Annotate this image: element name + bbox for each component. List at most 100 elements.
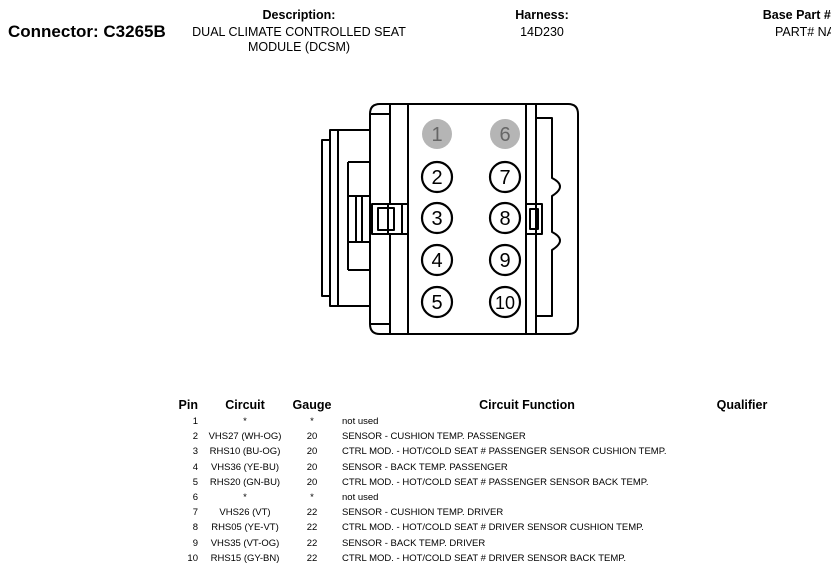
- pin-cell: 5: [192, 476, 198, 488]
- col-header-function: Circuit Function: [479, 398, 575, 412]
- pin-cell: 4: [192, 461, 198, 473]
- gauge-cell: 22: [306, 552, 318, 564]
- function-cell: SENSOR - BACK TEMP. PASSENGER: [342, 461, 508, 473]
- pin-number-10: 10: [495, 293, 515, 313]
- pin-number-6: 6: [499, 124, 510, 146]
- function-cell: not used: [342, 492, 379, 504]
- circuit-cell: RHS05 (YE-VT): [211, 522, 279, 534]
- qualifier-cell: [712, 414, 772, 429]
- pin-cell: 10: [187, 552, 198, 564]
- gauge-cell: *: [310, 492, 314, 504]
- gauge-cell: 22: [306, 522, 318, 534]
- harness-value: 14D230: [520, 25, 564, 39]
- pin-number-8: 8: [499, 208, 510, 230]
- pin-cell: 7: [192, 507, 198, 519]
- col-header-circuit: Circuit: [225, 398, 265, 412]
- base-part-value: PART# NA: [775, 25, 831, 39]
- pinout-table: Pin Circuit Gauge Circuit Function Quali…: [170, 396, 772, 566]
- qualifier-cell: [712, 460, 772, 475]
- function-cell: not used: [342, 416, 379, 428]
- qualifier-cell: [712, 536, 772, 551]
- pin-cavity-1: [422, 119, 452, 149]
- pin-number-4: 4: [431, 250, 442, 272]
- pin-cavity-3: [420, 201, 454, 235]
- circuit-cell: RHS20 (GN-BU): [209, 476, 281, 488]
- connector-diagram: 1 2 3 4 5 6 7 8 9 10: [321, 103, 579, 335]
- description-line-1: DUAL CLIMATE CONTROLLED SEAT: [192, 25, 406, 39]
- table-row: 2 VHS27 (WH-OG) 20 SENSOR - CUSHION TEMP. P…: [170, 429, 772, 444]
- circuit-cell: RHS15 (GY-BN): [210, 552, 280, 564]
- pin-cavity-7: [488, 160, 522, 194]
- pin-cavity-10: [488, 285, 522, 319]
- function-cell: SENSOR - CUSHION TEMP. DRIVER: [342, 507, 504, 519]
- pin-number-5: 5: [431, 292, 442, 314]
- circuit-cell: RHS10 (BU-OG): [209, 446, 281, 458]
- function-cell: SENSOR - CUSHION TEMP. PASSENGER: [342, 431, 526, 443]
- circuit-cell: VHS26 (VT): [219, 507, 271, 519]
- gauge-cell: 20: [306, 476, 318, 488]
- pin-cavity-4: [420, 243, 454, 277]
- table-row: 9 VHS35 (VT-OG) 22 SENSOR - BACK TEMP. DRIV…: [170, 536, 772, 551]
- gauge-cell: 20: [306, 431, 318, 443]
- function-cell: SENSOR - BACK TEMP. DRIVER: [342, 537, 486, 549]
- col-header-pin: Pin: [178, 398, 198, 412]
- qualifier-cell: [712, 551, 772, 566]
- circuit-cell: VHS36 (YE-BU): [210, 461, 280, 473]
- table-row: 5 RHS20 (GN-BU) 20 CTRL MOD. - HOT/COLD SEA…: [170, 475, 772, 490]
- function-cell: CTRL MOD. - HOT/COLD SEAT # DRIVER SENSO…: [342, 522, 644, 534]
- table-row: 3 RHS10 (BU-OG) 20 CTRL MOD. - HOT/COLD SEA…: [170, 444, 772, 459]
- gauge-cell: 20: [306, 446, 318, 458]
- harness-label: Harness:: [515, 8, 569, 22]
- table-header-row: Pin Circuit Gauge Circuit Function Quali…: [170, 396, 772, 414]
- pin-number-2: 2: [431, 167, 442, 189]
- table-row: 4 VHS36 (YE-BU) 20 SENSOR - BACK TEMP. PASS…: [170, 460, 772, 475]
- pin-cell: 9: [192, 537, 198, 549]
- function-cell: CTRL MOD. - HOT/COLD SEAT # PASSENGER SE…: [342, 446, 667, 458]
- table-row: 8 RHS05 (YE-VT) 22 CTRL MOD. - HOT/COLD SEA…: [170, 520, 772, 535]
- qualifier-cell: [712, 505, 772, 520]
- pin-cavity-5: [420, 285, 454, 319]
- pin-number-9: 9: [499, 250, 510, 272]
- qualifier-cell: [712, 429, 772, 444]
- pin-cell: 8: [192, 522, 198, 534]
- gauge-cell: 20: [306, 461, 318, 473]
- description-line-2: MODULE (DCSM): [247, 40, 351, 54]
- pin-cell: 1: [192, 416, 198, 428]
- table-row: 6 * * not used: [170, 490, 772, 505]
- qualifier-cell: [712, 475, 772, 490]
- col-header-qualifier: Qualifier: [716, 398, 768, 412]
- pin-cavity-8: [488, 201, 522, 235]
- pin-number-7: 7: [499, 167, 510, 189]
- connector-housing: [321, 103, 579, 335]
- gauge-cell: 22: [306, 537, 318, 549]
- circuit-cell: *: [243, 416, 247, 428]
- pin-number-3: 3: [431, 208, 442, 230]
- pin-cavity-6: [490, 119, 520, 149]
- pin-cell: 3: [192, 446, 198, 458]
- table-row: 1 * * not used: [170, 414, 772, 429]
- col-header-gauge: Gauge: [292, 398, 332, 412]
- pin-cell: 6: [192, 492, 198, 504]
- function-cell: CTRL MOD. - HOT/COLD SEAT # DRIVER SENSO…: [342, 552, 626, 564]
- qualifier-cell: [712, 520, 772, 535]
- gauge-cell: 22: [306, 507, 318, 519]
- pin-cavities: 1 2 3 4 5 6 7 8 9 10: [420, 119, 522, 319]
- gauge-cell: *: [310, 416, 314, 428]
- qualifier-cell: [712, 490, 772, 505]
- table-row: 7 VHS26 (VT) 22 SENSOR - CUSHION TEMP. DRIV…: [170, 505, 772, 520]
- circuit-cell: VHS35 (VT-OG): [210, 537, 280, 549]
- connector-title: Connector: C3265B: [8, 22, 166, 41]
- pin-cell: 2: [192, 431, 198, 443]
- function-cell: CTRL MOD. - HOT/COLD SEAT # PASSENGER SE…: [342, 476, 649, 488]
- description-value: DUAL CLIMATE CONTROLLED SEAT MODULE (DCS…: [184, 25, 414, 55]
- table-row: 10 RHS15 (GY-BN) 22 CTRL MOD. - HOT/COLD SE…: [170, 551, 772, 566]
- pin-cavity-2: [420, 160, 454, 194]
- circuit-cell: *: [243, 492, 247, 504]
- pin-cavity-9: [488, 243, 522, 277]
- pin-number-1: 1: [431, 124, 442, 146]
- qualifier-cell: [712, 444, 772, 459]
- description-label: Description:: [262, 8, 336, 22]
- base-part-label: Base Part #:: [762, 8, 831, 22]
- circuit-cell: VHS27 (WH-OG): [208, 431, 282, 443]
